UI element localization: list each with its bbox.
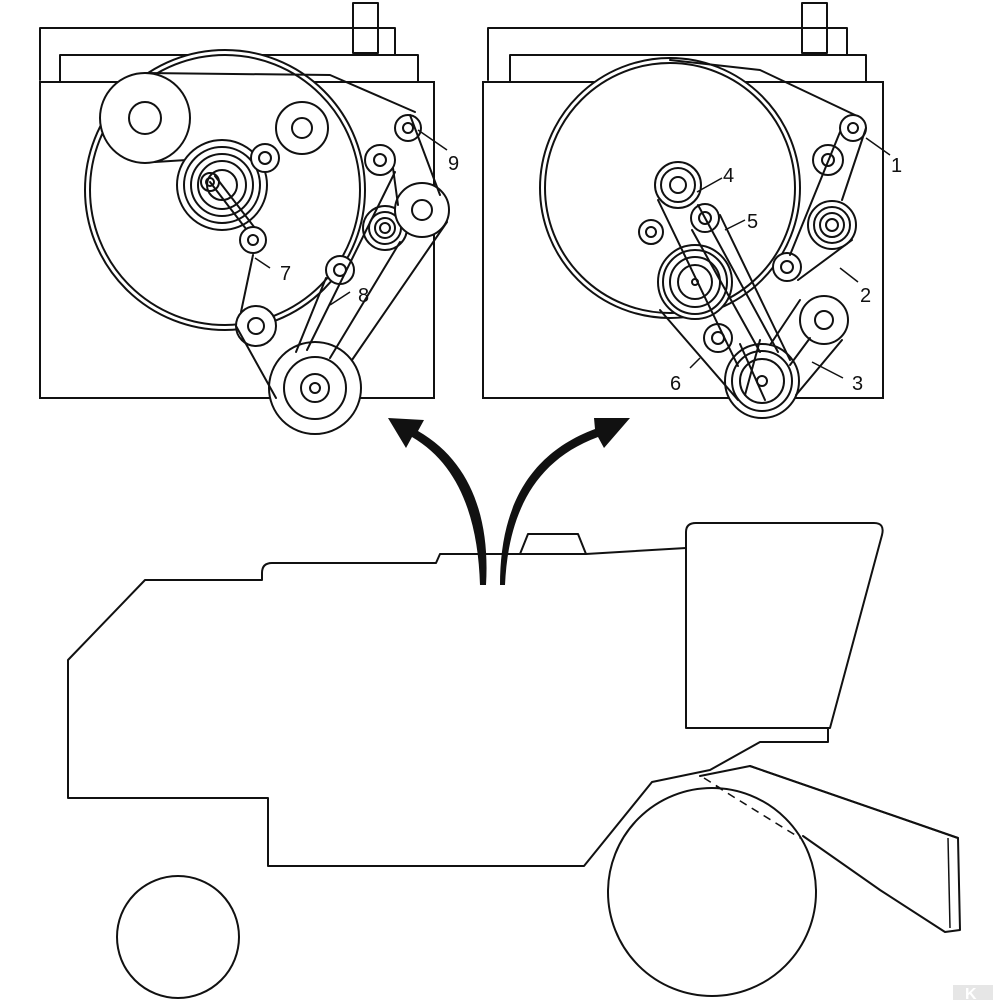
callout-6: 6 <box>670 373 681 395</box>
brand-logo: K <box>953 985 993 1000</box>
callout-7: 7 <box>280 263 291 285</box>
rear-wheel <box>116 875 240 999</box>
callout-8: 8 <box>358 285 369 307</box>
kramp-k-logo-icon: K <box>965 986 977 1000</box>
callout-9: 9 <box>448 153 459 175</box>
drive-pulley-right <box>724 343 800 419</box>
combine-harvester-outline <box>67 522 961 999</box>
callout-2: 2 <box>860 285 871 307</box>
callout-4: 4 <box>723 165 734 187</box>
operator-cab <box>685 522 884 729</box>
callout-5: 5 <box>747 211 758 233</box>
arrow-to-left-panel <box>388 418 487 585</box>
front-wheel <box>607 787 817 997</box>
harvester-body <box>67 547 829 867</box>
arrow-to-right-panel <box>500 418 630 585</box>
pulley-top-left <box>99 72 191 164</box>
drive-pulley-left <box>268 341 362 435</box>
left-belt-panel: 9 7 8 <box>39 2 459 435</box>
callout-1: 1 <box>891 155 902 177</box>
right-belt-panel: 1 2 3 4 5 6 <box>482 2 902 419</box>
callout-3: 3 <box>852 373 863 395</box>
